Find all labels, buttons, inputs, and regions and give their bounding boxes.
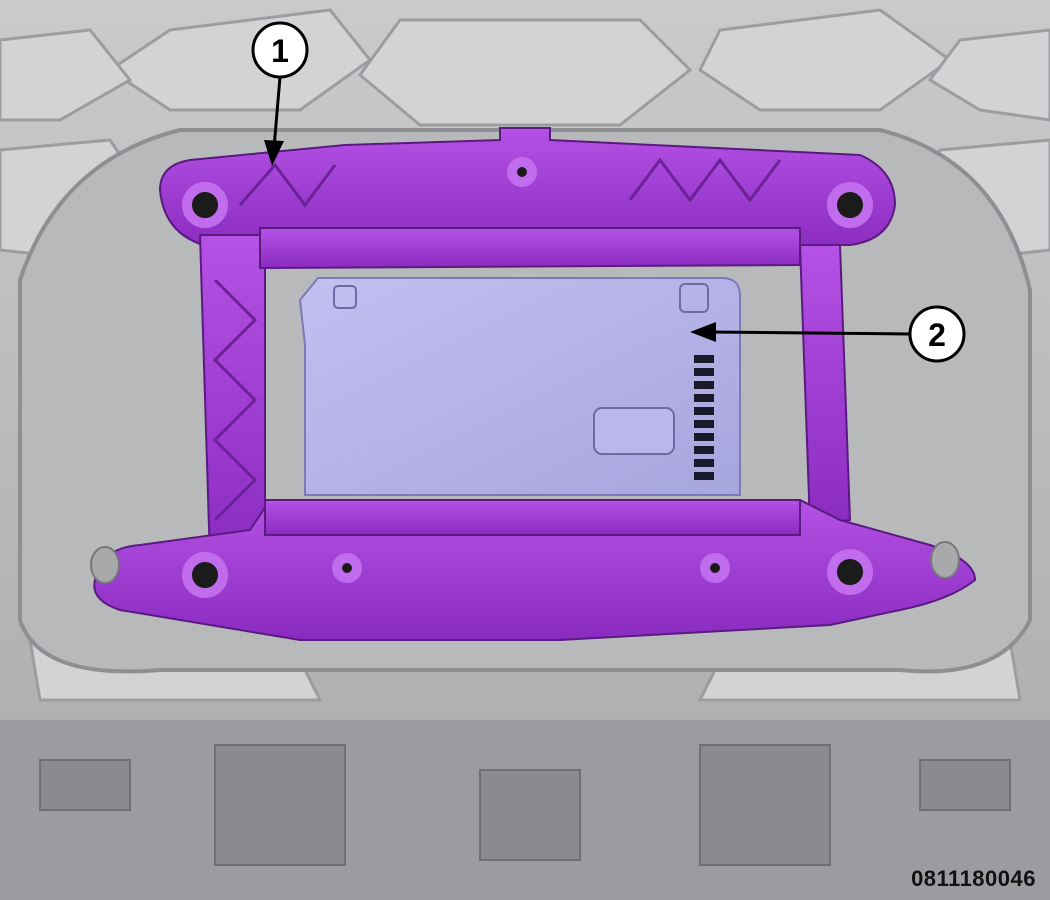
callout-2: 2 [690, 305, 966, 363]
callout-2-number: 2 [928, 317, 946, 353]
bracket [93, 127, 977, 641]
locator-pins [90, 541, 960, 584]
callout-1: 1 [251, 21, 309, 166]
bracket-trusses [212, 157, 782, 522]
callout-1-number: 1 [271, 33, 289, 69]
figure-id: 0811180046 [911, 866, 1036, 891]
mounting-holes [182, 157, 873, 598]
lower-clips [39, 744, 1011, 866]
control-module [298, 277, 741, 496]
